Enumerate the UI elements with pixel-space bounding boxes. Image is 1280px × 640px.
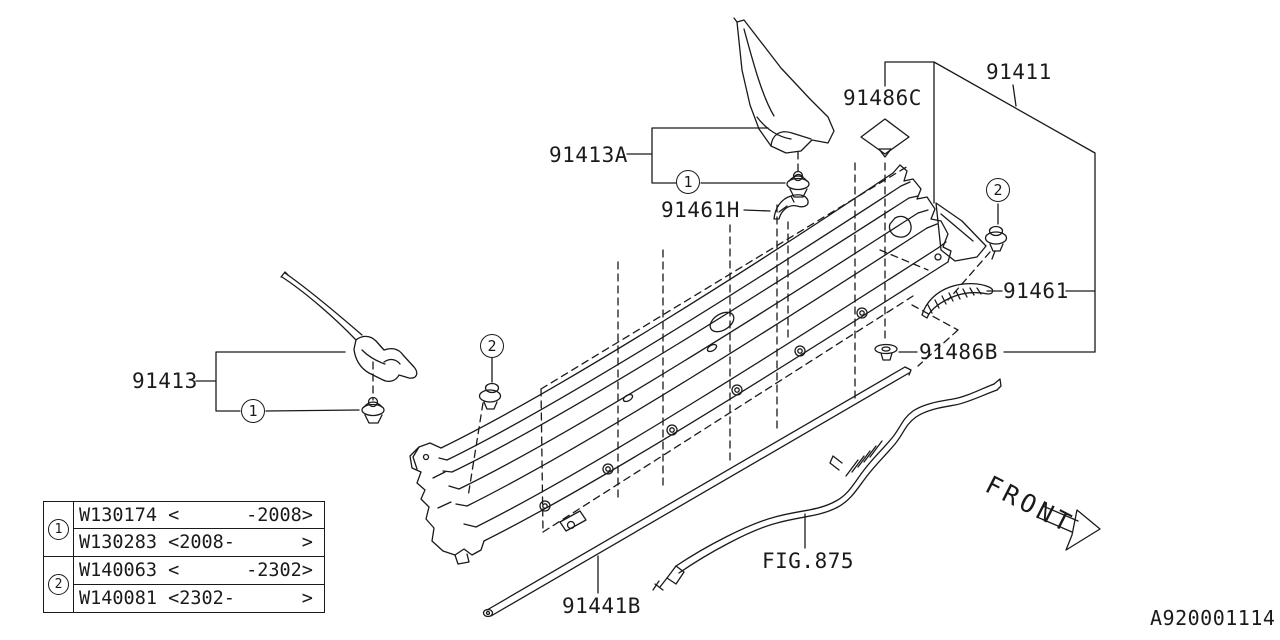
part-label-91411: 91411 <box>986 60 1052 84</box>
seal-strip-91441B <box>482 366 912 618</box>
panel-mount-holes <box>539 307 868 512</box>
legend-cell: W140081 <2302- > <box>79 587 313 609</box>
part-label-91413: 91413 <box>132 369 198 393</box>
legend-row-group-1: 1 W130174 < -2008> W130283 <2008- > <box>44 502 324 557</box>
clip-type2-right <box>984 225 1008 260</box>
part-91461-bracket <box>921 282 994 319</box>
clip-diamond-91486C <box>860 118 910 158</box>
legend-callout-2: 2 <box>48 574 69 595</box>
figure-ref-875: FIG.875 <box>762 549 855 573</box>
leader-lines <box>195 61 1096 594</box>
part-91461H-clip <box>773 194 809 220</box>
legend-callout-1: 1 <box>48 518 69 540</box>
legend-cell: W140063 < -2302> <box>74 557 324 585</box>
part-label-91441B: 91441B <box>562 594 641 618</box>
part-91413-cover <box>280 271 418 382</box>
part-label-91486B: 91486B <box>919 340 998 364</box>
washer-hose-fig875 <box>652 378 1002 591</box>
callout-1-left: 1 <box>241 399 265 423</box>
clip-type1-top <box>786 170 810 198</box>
diagram-id: A920001114 <box>1150 606 1276 630</box>
legend-table: 1 W130174 < -2008> W130283 <2008- > 2 W1… <box>43 501 325 613</box>
part-label-91486C: 91486C <box>843 86 922 110</box>
legend-row-group-2: 2 W140063 < -2302> W140081 <2302- > <box>44 557 324 612</box>
cowl-panel-assembly <box>409 164 987 565</box>
callout-2-left: 2 <box>480 334 504 358</box>
clip-type1-left <box>361 396 385 424</box>
legend-cell: W130283 <2008- > <box>79 532 313 553</box>
dashed-reference-lines <box>372 151 991 533</box>
clip-fasteners <box>361 118 1008 424</box>
part-label-91461: 91461 <box>1003 279 1069 303</box>
legend-key-2: 2 <box>44 557 74 612</box>
legend-key-1: 1 <box>44 502 74 556</box>
part-label-91413A: 91413A <box>549 143 628 167</box>
clip-type2-left <box>478 382 502 410</box>
part-label-91461H: 91461H <box>661 198 740 222</box>
front-arrow-icon <box>1036 505 1101 551</box>
grommet-91486B <box>874 343 898 361</box>
legend-cell: W130174 < -2008> <box>74 502 324 529</box>
part-91413A-cover <box>733 17 835 154</box>
callout-2-right: 2 <box>986 178 1010 202</box>
callout-1-top: 1 <box>676 170 700 194</box>
